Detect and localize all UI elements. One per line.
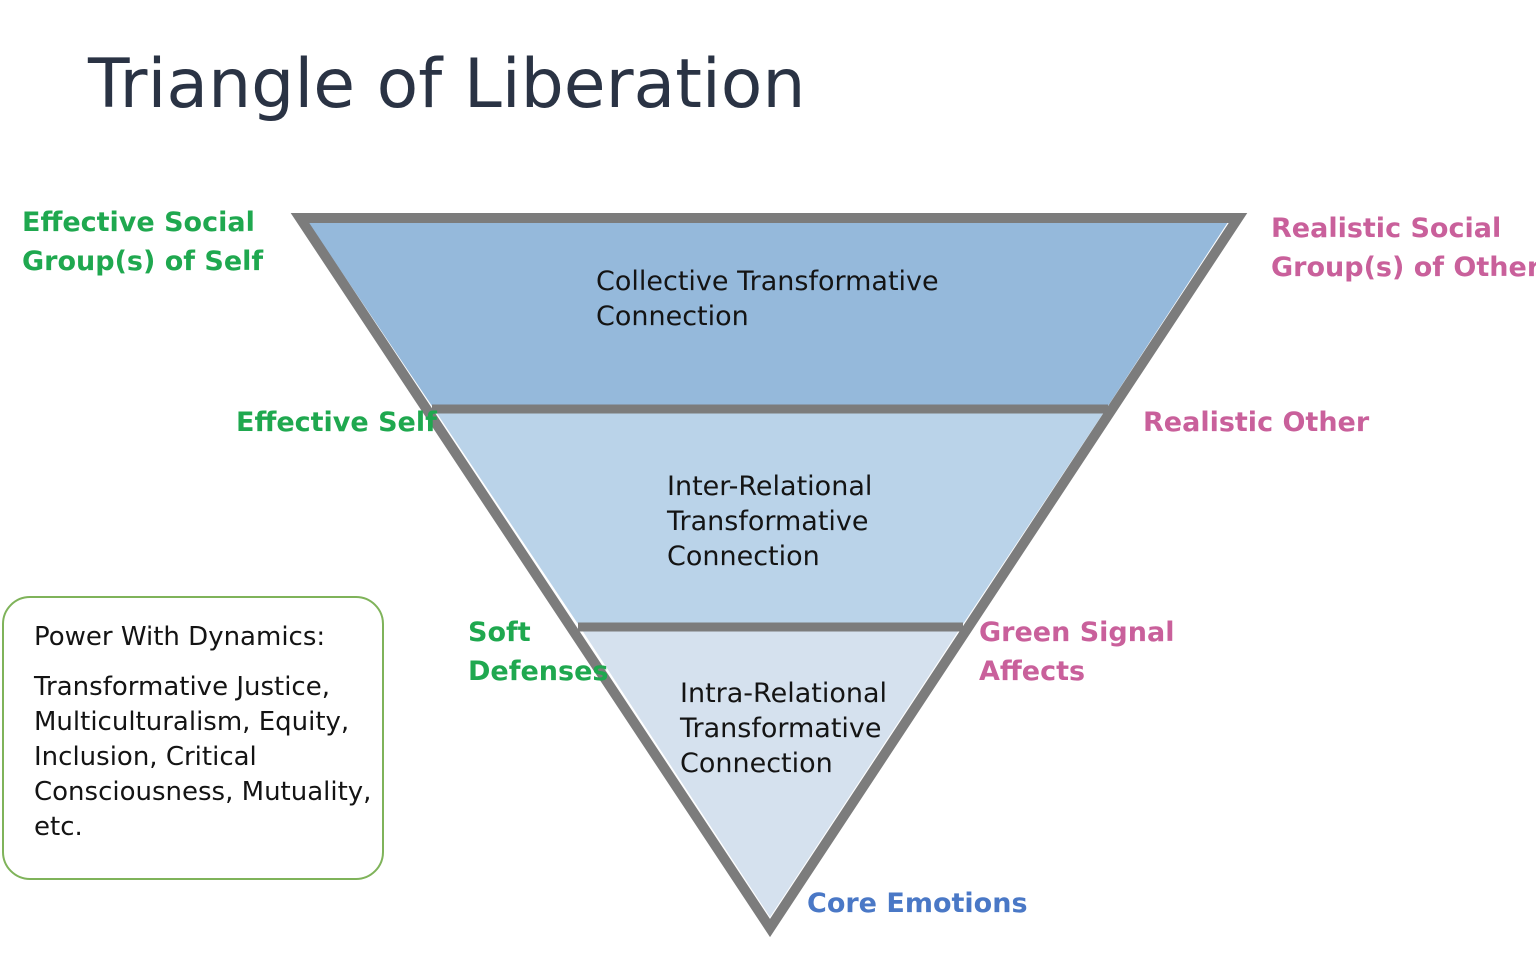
- tier-label-intra-relational: Intra-Relational Transformative Connecti…: [680, 678, 888, 779]
- label-green-signal-affects: Green Signal Affects: [979, 617, 1175, 687]
- power-with-dynamics-box: Power With Dynamics: Transformative Just…: [2, 596, 384, 880]
- tier-inter-relational-band: [434, 409, 1106, 627]
- tier-label-collective: Collective Transformative Connection: [596, 266, 939, 332]
- tier-label-inter-relational: Inter-Relational Transformative Connecti…: [667, 471, 873, 572]
- dynamics-heading: Power With Dynamics:: [34, 622, 326, 652]
- label-soft-defenses: Soft Defenses: [468, 617, 609, 687]
- page-title: Triangle of Liberation: [88, 45, 806, 124]
- label-effective-self: Effective Self: [236, 407, 437, 438]
- tier-intra-relational-band: [580, 627, 961, 917]
- triangle-outline: [290, 213, 1248, 938]
- label-realistic-other: Realistic Other: [1143, 407, 1370, 438]
- label-core-emotions: Core Emotions: [807, 888, 1028, 919]
- tier-collective-band: [308, 222, 1228, 409]
- label-effective-social-group-self: Effective Social Group(s) of Self: [22, 207, 264, 277]
- label-realistic-social-group-other: Realistic Social Group(s) of Other: [1271, 213, 1536, 283]
- dynamics-body: Transformative Justice, Multiculturalism…: [34, 672, 372, 842]
